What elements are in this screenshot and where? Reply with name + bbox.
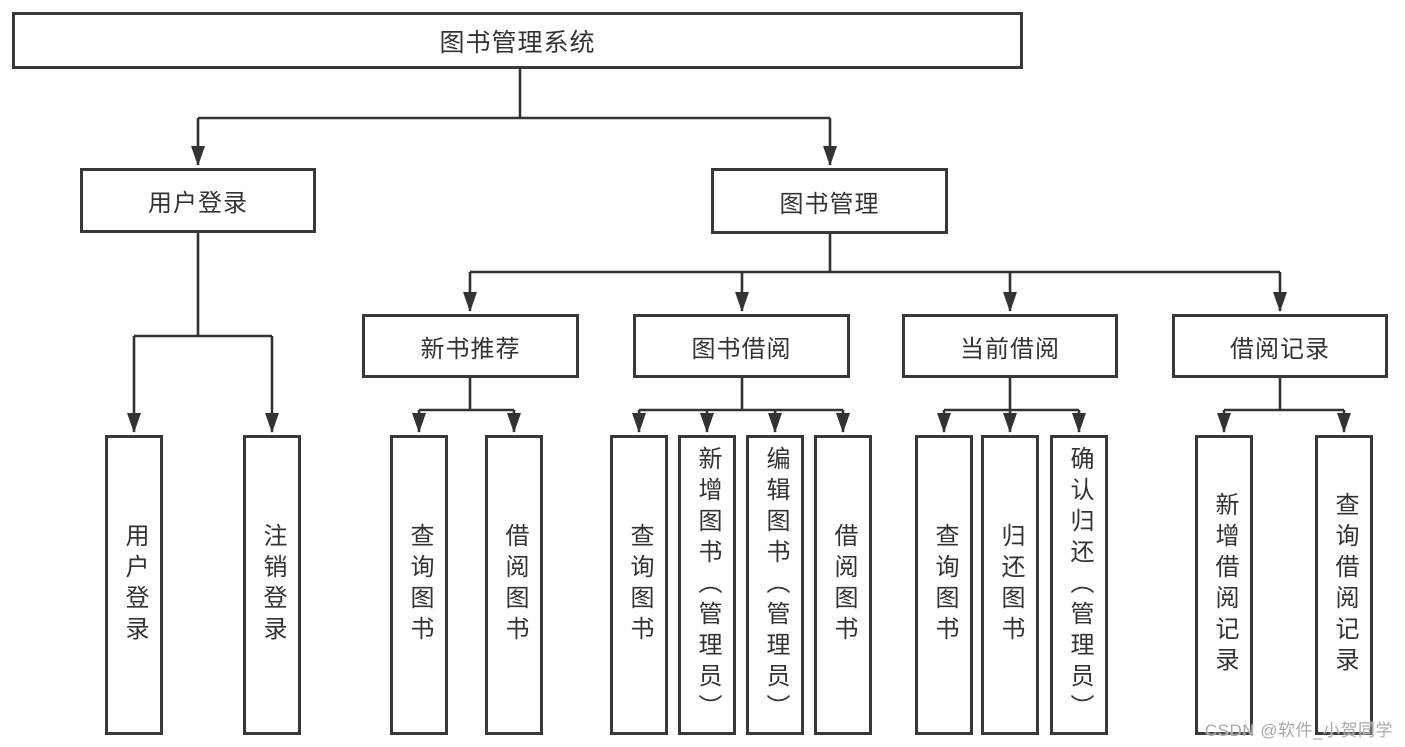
- leaf-label: 新增图书（管理员）: [694, 445, 721, 725]
- leaf-borrow-books-recommend: 借阅图书: [485, 435, 543, 735]
- leaf-label: 查询图书: [406, 523, 433, 647]
- node-label: 新书推荐: [420, 335, 521, 363]
- node-current-borrowing: 当前借阅: [902, 314, 1118, 378]
- leaf-label: 查询图书: [626, 523, 653, 647]
- leaf-query-books-recommend: 查询图书: [390, 435, 448, 735]
- leaf-label: 编辑图书（管理员）: [762, 445, 789, 725]
- node-book-management: 图书管理: [711, 168, 948, 234]
- node-book-borrowing: 图书借阅: [633, 314, 850, 378]
- node-library-management-system: 图书管理系统: [12, 12, 1023, 69]
- leaf-label: 注销登录: [259, 523, 286, 647]
- node-borrowing-records: 借阅记录: [1172, 314, 1388, 378]
- leaf-return-books: 归还图书: [981, 435, 1039, 735]
- leaf-user-login: 用户登录: [105, 435, 163, 735]
- leaf-label: 用户登录: [121, 523, 148, 647]
- leaf-logout: 注销登录: [243, 435, 301, 735]
- leaf-query-books-current: 查询图书: [915, 435, 973, 735]
- leaf-label: 新增借阅记录: [1211, 492, 1238, 678]
- leaf-label: 借阅图书: [501, 523, 528, 647]
- leaf-label: 归还图书: [997, 523, 1024, 647]
- leaf-edit-books-admin: 编辑图书（管理员）: [746, 435, 804, 735]
- leaf-label: 借阅图书: [830, 523, 857, 647]
- leaf-label: 查询图书: [931, 523, 958, 647]
- node-label: 图书管理系统: [439, 28, 596, 57]
- leaf-query-borrow-record: 查询借阅记录: [1315, 435, 1373, 735]
- leaf-confirm-return-admin: 确认归还（管理员）: [1050, 435, 1108, 735]
- node-user-login: 用户登录: [80, 168, 316, 233]
- node-label: 借阅记录: [1230, 335, 1330, 363]
- node-label: 图书借阅: [691, 335, 792, 363]
- leaf-borrow-books: 借阅图书: [814, 435, 872, 735]
- leaf-add-books-admin: 新增图书（管理员）: [678, 435, 736, 735]
- leaf-label: 查询借阅记录: [1331, 492, 1358, 678]
- node-label: 当前借阅: [960, 335, 1060, 363]
- node-label: 用户登录: [148, 190, 248, 217]
- leaf-query-books-borrowing: 查询图书: [610, 435, 668, 735]
- node-label: 图书管理: [779, 190, 880, 218]
- csdn-watermark: CSDN @软件_小贺同学: [1204, 721, 1393, 740]
- leaf-label: 确认归还（管理员）: [1066, 445, 1093, 725]
- leaf-add-borrow-record: 新增借阅记录: [1195, 435, 1253, 735]
- node-new-book-recommend: 新书推荐: [362, 314, 579, 378]
